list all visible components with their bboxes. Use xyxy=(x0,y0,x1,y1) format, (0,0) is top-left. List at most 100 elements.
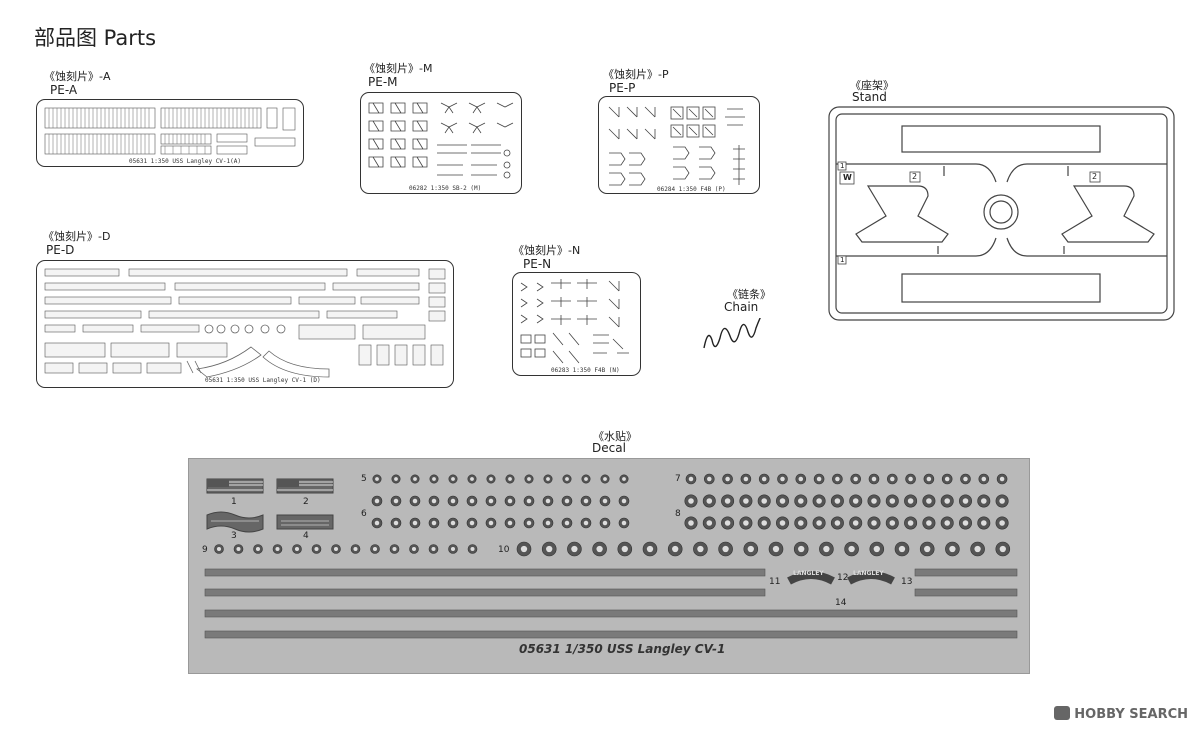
decal-number-14: 14 xyxy=(835,598,847,608)
decal-caption-en: Decal xyxy=(592,441,626,455)
roundel-star xyxy=(873,545,880,553)
roundel-star xyxy=(761,520,767,526)
roundel-star xyxy=(908,476,913,482)
pe-d-parts-drawing xyxy=(44,268,446,378)
roundel-star xyxy=(489,477,493,481)
decal-number-8: 8 xyxy=(675,509,681,519)
roundel-star xyxy=(853,476,858,482)
hobby-search-logo-icon xyxy=(1054,706,1071,720)
roundel-star xyxy=(412,520,418,526)
roundel-star xyxy=(889,498,896,504)
roundel-star xyxy=(974,545,981,553)
roundel-star xyxy=(944,520,950,526)
decal-number-3: 3 xyxy=(231,531,237,541)
stand-label-2-right: 2 xyxy=(1092,172,1098,181)
roundel-star xyxy=(236,546,241,552)
pe-p-code: 06284 1:350 F4B (P) xyxy=(657,186,726,193)
pe-n-parts-drawing xyxy=(520,279,629,364)
roundel-star xyxy=(565,477,569,481)
roundel-star xyxy=(411,546,417,552)
watermark-text: HOBBY SEARCH xyxy=(1074,707,1188,722)
roundel-star xyxy=(596,545,603,553)
stand-sprue: 1 2 W 2 1 xyxy=(828,106,1175,321)
roundel-star xyxy=(621,520,627,526)
decal-number-6: 6 xyxy=(361,509,367,519)
stripe-decals xyxy=(204,568,1018,639)
roundel-star xyxy=(798,520,804,526)
roundel-star xyxy=(999,545,1006,553)
roundel-star xyxy=(772,545,780,553)
roundel-star xyxy=(761,476,767,482)
roundel-star xyxy=(823,545,830,553)
decal-number-11: 11 xyxy=(769,577,781,587)
roundel-star xyxy=(706,498,713,504)
roundel-star xyxy=(583,520,589,526)
pe-d-caption-cn: 《蚀刻片》-D xyxy=(43,230,111,243)
roundel-star xyxy=(545,498,551,504)
decal-number-2: 2 xyxy=(303,497,309,507)
pe-n-caption-en: PE-N xyxy=(523,257,552,271)
roundel-star xyxy=(898,545,906,553)
roundel-star xyxy=(571,545,578,553)
flag-decals xyxy=(206,478,334,533)
decal-drawing xyxy=(204,473,1018,639)
roundel-star xyxy=(374,498,380,504)
roundel-star xyxy=(834,520,841,526)
pe-a-parts-drawing xyxy=(44,107,296,155)
roundel-star xyxy=(431,546,436,552)
roundel-star xyxy=(621,498,627,504)
stand-label-1-top: 1 xyxy=(840,162,845,170)
stand-label-2-left: 2 xyxy=(912,172,918,181)
stand-label-w: W xyxy=(843,173,852,182)
roundel-star xyxy=(603,477,607,481)
roundel-star xyxy=(294,546,300,552)
pe-p-caption-en: PE-P xyxy=(609,81,636,95)
page-title: 部品图 Parts xyxy=(34,26,157,50)
roundel-star xyxy=(507,520,513,526)
roundel-star xyxy=(981,476,987,482)
chain-caption-cn: 《链条》 xyxy=(727,288,771,301)
pe-a-caption-cn: 《蚀刻片》-A xyxy=(44,70,111,83)
roundel-star xyxy=(724,520,731,526)
roundel-star xyxy=(871,476,877,482)
langley-decal-1: LANGLEY xyxy=(793,570,824,577)
roundel-star xyxy=(706,520,713,526)
roundel-star xyxy=(450,498,456,504)
roundel-star xyxy=(688,498,694,504)
roundel-star xyxy=(724,498,731,504)
roundel-star xyxy=(999,476,1005,482)
pe-m-caption-en: PE-M xyxy=(368,75,398,89)
roundel-star xyxy=(743,476,749,482)
roundel-star xyxy=(944,498,950,504)
langley-decals xyxy=(787,571,895,585)
roundel-star xyxy=(527,477,531,481)
pe-d-fret: 05631 1:350 USS Langley CV-1 (D) xyxy=(36,260,454,388)
pe-p-caption-cn: 《蚀刻片》-P xyxy=(603,68,669,81)
roundel-star xyxy=(852,520,859,526)
roundel-star xyxy=(508,477,512,481)
roundel-star xyxy=(621,545,628,553)
roundel-star xyxy=(470,546,475,552)
roundel-star xyxy=(962,498,969,504)
roundel-star xyxy=(949,545,956,553)
roundel-star xyxy=(275,546,280,552)
pe-p-parts-drawing xyxy=(608,106,745,186)
roundel-star xyxy=(672,545,679,553)
roundel-star xyxy=(470,477,474,481)
roundel-star xyxy=(779,520,786,526)
roundel-star xyxy=(488,520,494,526)
roundel-star xyxy=(546,545,553,553)
roundel-star xyxy=(926,520,932,526)
decal-caption-cn: 《水贴》 xyxy=(593,430,637,443)
roundel-star xyxy=(780,476,785,482)
roundel-star xyxy=(999,498,1005,504)
roundel-star xyxy=(798,476,804,482)
pe-a-caption-en: PE-A xyxy=(50,83,78,97)
roundel-star xyxy=(584,477,588,481)
roundel-star xyxy=(545,520,551,526)
roundel-star xyxy=(725,476,730,482)
roundel-star xyxy=(999,520,1005,526)
roundel-star xyxy=(507,498,513,504)
roundel-star xyxy=(564,498,570,504)
stand-caption-cn: 《座架》 xyxy=(850,79,894,92)
